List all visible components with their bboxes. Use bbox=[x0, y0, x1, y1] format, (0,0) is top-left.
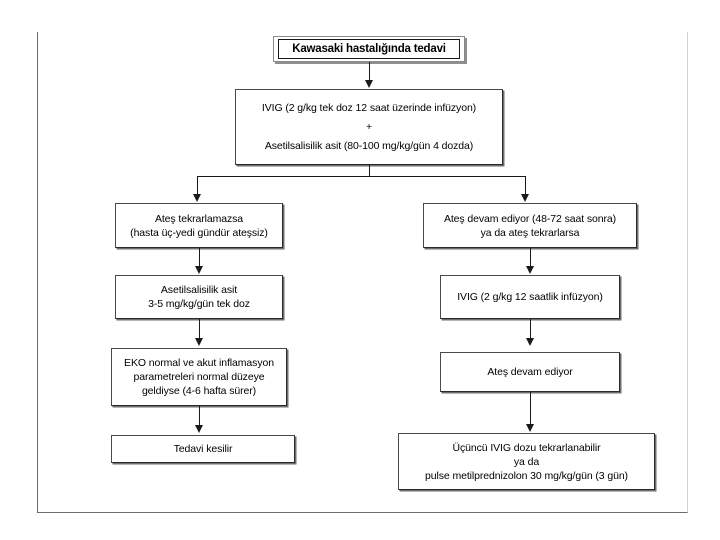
node-second-ivig-line-1: IVIG (2 g/kg 12 saatlik infüzyon) bbox=[457, 291, 603, 303]
node-eko-normal-line-2: parametreleri normal düzeye bbox=[133, 371, 265, 383]
arrowhead-split-left bbox=[192, 194, 201, 202]
node-no-fever-recurrence-line-1: Ateş tekrarlamazsa bbox=[154, 212, 244, 225]
node-eko-normal-line-3: geldiyse (4-6 hafta sürer) bbox=[141, 385, 257, 397]
connector-feverpersists-to-ivig2 bbox=[530, 248, 531, 268]
node-fever-still-persists: Ateş devam ediyor bbox=[440, 352, 620, 392]
connector-ivig2-to-fever-still bbox=[530, 319, 531, 340]
connector-split-left-drop bbox=[197, 176, 198, 196]
connector-initial-stub bbox=[369, 165, 370, 177]
connector-title-to-initial bbox=[369, 62, 370, 83]
node-initial-therapy-line-3: Asetilsalisilik asit (80-100 mg/kg/gün 4… bbox=[264, 140, 474, 152]
arrowhead-eko-to-stop bbox=[194, 425, 203, 433]
node-low-dose-asa-line-2: 3-5 mg/kg/gün tek doz bbox=[148, 298, 250, 310]
node-no-fever-recurrence: Ateş tekrarlamazsa (hasta üç-yedi gündür… bbox=[115, 203, 283, 248]
connector-fever-still-to-third bbox=[530, 392, 531, 425]
connector-split-right-drop bbox=[525, 176, 526, 196]
node-second-ivig: IVIG (2 g/kg 12 saatlik infüzyon) bbox=[440, 275, 620, 319]
node-stop-treatment-line-1: Tedavi kesilir bbox=[173, 443, 233, 455]
node-eko-normal: EKO normal ve akut inflamasyon parametre… bbox=[111, 348, 287, 406]
connector-split-horizontal bbox=[197, 176, 526, 177]
arrowhead-split-right bbox=[520, 194, 529, 202]
node-fever-still-persists-line-1: Ateş devam ediyor bbox=[487, 366, 573, 378]
node-title-inner: Kawasaki hastalığında tedavi bbox=[278, 39, 460, 59]
arrowhead-asa-to-eko bbox=[194, 338, 203, 346]
node-initial-therapy-line-2: + bbox=[365, 121, 373, 133]
node-fever-persists-line-1: Ateş devam ediyor (48-72 saat sonra) bbox=[443, 212, 617, 225]
arrowhead-ivig2-to-fever-still bbox=[525, 338, 534, 346]
node-stop-treatment: Tedavi kesilir bbox=[111, 435, 295, 463]
arrowhead-feverpersists-to-ivig2 bbox=[525, 266, 534, 274]
node-fever-persists-line-2: ya da ateş tekrarlarsa bbox=[480, 226, 580, 239]
connector-eko-to-stop bbox=[199, 406, 200, 427]
node-initial-therapy-line-1: IVIG (2 g/kg tek doz 12 saat üzerinde in… bbox=[261, 102, 477, 114]
connector-asa-to-eko bbox=[199, 319, 200, 340]
node-low-dose-asa-line-1: Asetilsalisilik asit bbox=[160, 284, 238, 296]
node-kawasaki-title: Kawasaki hastalığında tedavi bbox=[273, 36, 465, 62]
node-third-ivig-line-1: Üçüncü IVIG dozu tekrarlanabilir bbox=[452, 441, 601, 454]
node-title-line-1: Kawasaki hastalığında tedavi bbox=[292, 43, 446, 55]
node-initial-therapy: IVIG (2 g/kg tek doz 12 saat üzerinde in… bbox=[235, 89, 503, 165]
node-third-ivig-line-3: pulse metilprednizolon 30 mg/kg/gün (3 g… bbox=[425, 469, 628, 482]
node-low-dose-asa: Asetilsalisilik asit 3-5 mg/kg/gün tek d… bbox=[115, 275, 283, 319]
node-fever-persists: Ateş devam ediyor (48-72 saat sonra) ya … bbox=[423, 203, 637, 248]
node-eko-normal-line-1: EKO normal ve akut inflamasyon bbox=[124, 357, 274, 369]
arrowhead-fever-still-to-third bbox=[525, 424, 534, 432]
node-third-ivig-or-steroid: Üçüncü IVIG dozu tekrarlanabilir ya da p… bbox=[398, 433, 655, 490]
node-third-ivig-line-2: ya da bbox=[513, 455, 540, 468]
arrowhead-title-to-initial bbox=[364, 80, 373, 88]
arrowhead-nofever-to-asa bbox=[194, 266, 203, 274]
connector-nofever-to-asa bbox=[199, 248, 200, 268]
node-no-fever-recurrence-line-2: (hasta üç-yedi gündür ateşsiz) bbox=[130, 226, 268, 239]
